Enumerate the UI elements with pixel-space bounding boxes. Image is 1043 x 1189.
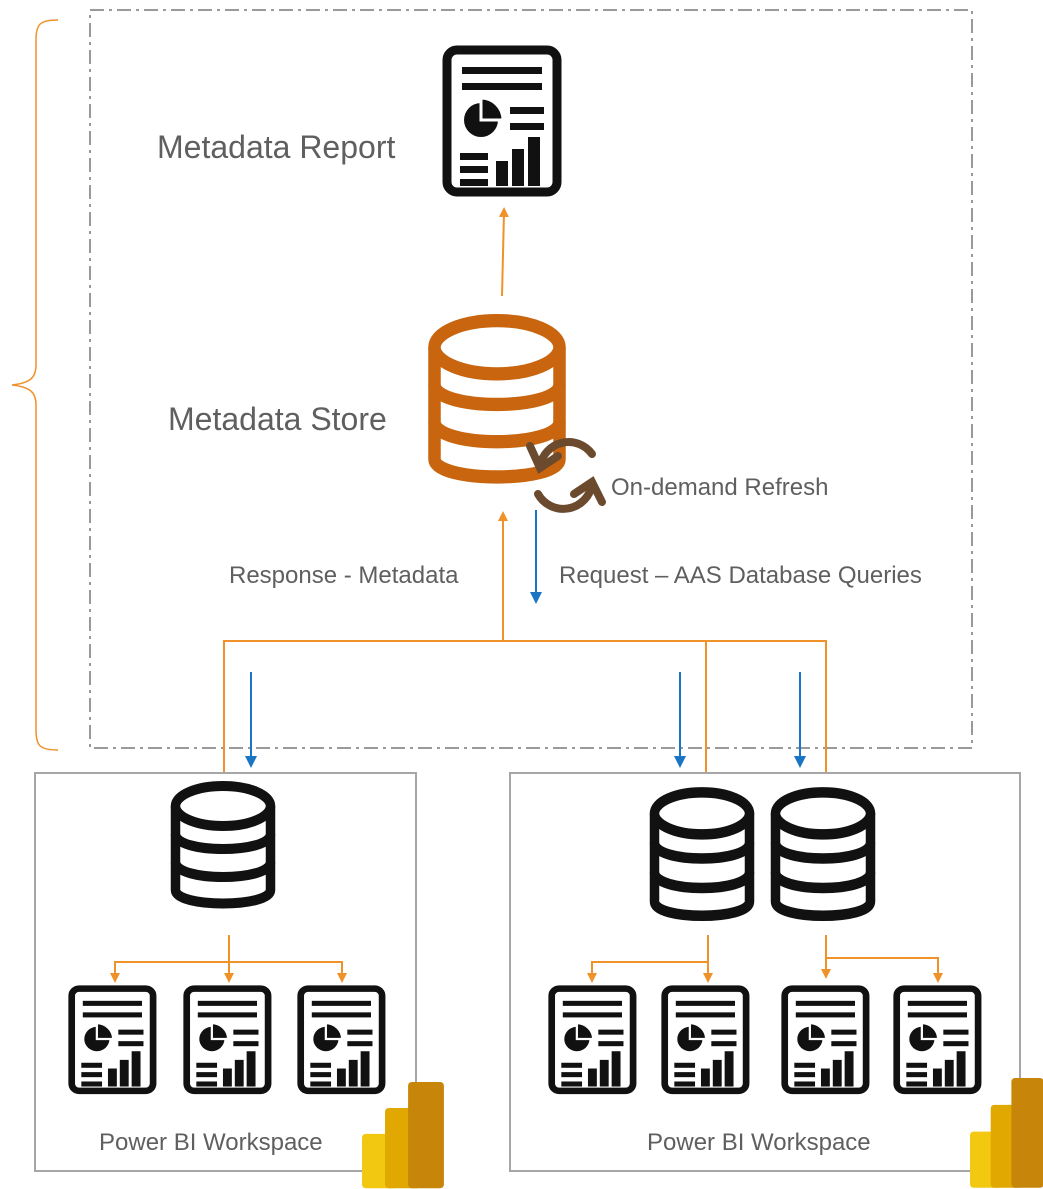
report-icon — [72, 989, 153, 1091]
report-icon — [301, 989, 382, 1091]
on-demand-refresh-label: On-demand Refresh — [611, 474, 828, 501]
power-bi-logo-icon — [362, 1082, 444, 1189]
database-icon — [176, 786, 271, 904]
response-label: Response - Metadata — [229, 562, 459, 589]
response-connector — [223, 640, 827, 772]
report-icon — [447, 50, 557, 192]
database-icon — [655, 792, 750, 915]
metadata-solution-boundary — [89, 9, 973, 749]
metadata-report-label: Metadata Report — [157, 129, 395, 165]
grouping-brace — [11, 19, 59, 751]
workspace-label-2: Power BI Workspace — [647, 1129, 871, 1156]
workspace-box-2 — [509, 772, 1021, 1172]
refresh-icon — [526, 438, 606, 513]
ws2-fanout-connector — [591, 935, 939, 972]
workspace-box-1 — [34, 772, 417, 1172]
workspace-label-1: Power BI Workspace — [99, 1129, 323, 1156]
metadata-store-label: Metadata Store — [168, 401, 387, 437]
report-icon — [552, 989, 633, 1091]
database-icon — [776, 792, 871, 915]
power-bi-logo-icon — [970, 1078, 1043, 1188]
report-icon — [665, 989, 746, 1091]
store-to-report-arrow — [498, 207, 509, 297]
report-icon — [785, 989, 866, 1091]
report-icon — [897, 989, 978, 1091]
request-label: Request – AAS Database Queries — [559, 562, 922, 589]
report-icon — [187, 989, 268, 1091]
